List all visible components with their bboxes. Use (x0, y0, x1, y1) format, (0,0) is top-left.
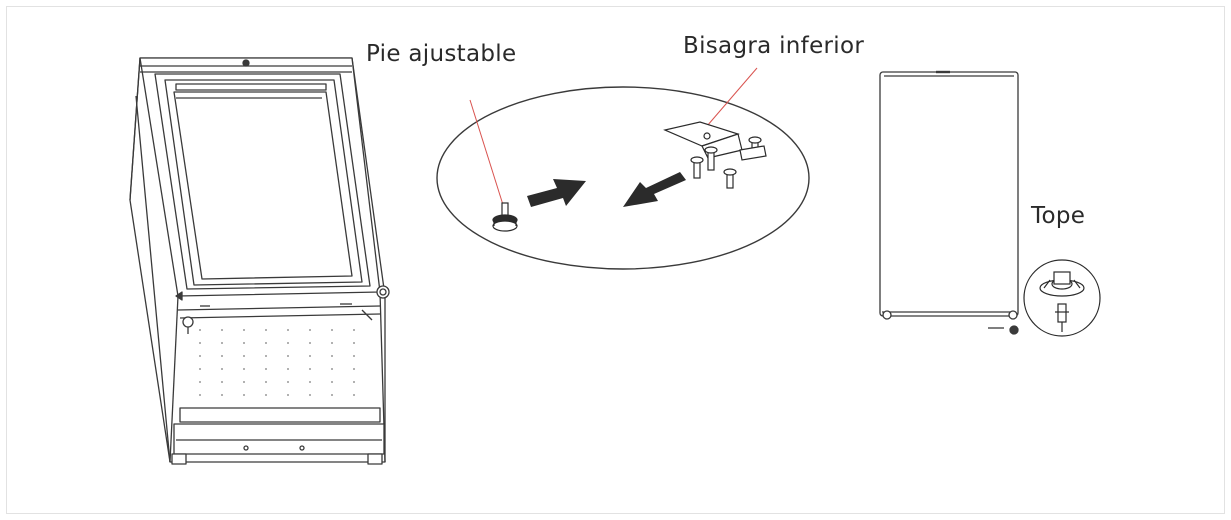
back-panel-dot (243, 381, 245, 383)
back-panel-dot (221, 394, 223, 396)
back-panel-dot (287, 329, 289, 331)
back-panel-dot (287, 381, 289, 383)
back-panel-dot (221, 355, 223, 357)
back-panel-dot (309, 355, 311, 357)
back-panel-dot (265, 368, 267, 370)
back-panel-dot (243, 355, 245, 357)
back-panel-dot (287, 342, 289, 344)
back-panel-dot (221, 342, 223, 344)
back-panel-dot (353, 342, 355, 344)
back-panel-dot (199, 394, 201, 396)
back-panel-dot (243, 394, 245, 396)
back-panel-dot (331, 355, 333, 357)
back-panel-dot (221, 381, 223, 383)
detail-ellipse (436, 86, 810, 270)
back-panel-dot (331, 394, 333, 396)
adjustable-foot-leader (469, 99, 505, 209)
move-arrow-right-icon (527, 179, 586, 207)
fridge-back-dots (199, 329, 355, 396)
back-panel-dot (331, 342, 333, 344)
back-panel-dot (265, 381, 267, 383)
back-panel-dot (265, 342, 267, 344)
lower-hinge-label: Bisagra inferior (683, 33, 865, 59)
adjustable-foot-label: Pie ajustable (366, 41, 517, 67)
back-panel-dot (331, 368, 333, 370)
back-panel-dot (331, 381, 333, 383)
back-panel-dot (353, 329, 355, 331)
back-panel-dot (243, 368, 245, 370)
back-panel-dot (243, 329, 245, 331)
back-panel-dot (353, 355, 355, 357)
back-panel-dot (353, 368, 355, 370)
adjustable-foot-icon (492, 202, 518, 232)
back-panel-dot (199, 368, 201, 370)
back-panel-dot (221, 368, 223, 370)
back-panel-dot (309, 342, 311, 344)
back-panel-dot (199, 329, 201, 331)
back-panel-dot (331, 329, 333, 331)
back-panel-dot (309, 394, 311, 396)
back-panel-dot (199, 342, 201, 344)
back-panel-dot (287, 355, 289, 357)
back-panel-dot (309, 381, 311, 383)
back-panel-dot (221, 329, 223, 331)
back-panel-dot (265, 355, 267, 357)
stop-label: Tope (1031, 203, 1086, 229)
back-panel-dot (265, 329, 267, 331)
stop-detail-icon (1023, 259, 1101, 337)
door-panel-illustration (879, 70, 1019, 335)
lower-hinge-leader (706, 67, 758, 127)
back-panel-dot (353, 381, 355, 383)
back-panel-dot (287, 394, 289, 396)
move-arrow-left-icon (623, 172, 686, 207)
back-panel-dot (243, 342, 245, 344)
back-panel-dot (199, 355, 201, 357)
back-panel-dot (199, 381, 201, 383)
back-panel-dot (265, 394, 267, 396)
back-panel-dot (309, 329, 311, 331)
back-panel-dot (287, 368, 289, 370)
fridge-body-illustration (129, 57, 390, 465)
lower-hinge-icon (663, 121, 767, 189)
back-panel-dot (353, 394, 355, 396)
back-panel-dot (309, 368, 311, 370)
